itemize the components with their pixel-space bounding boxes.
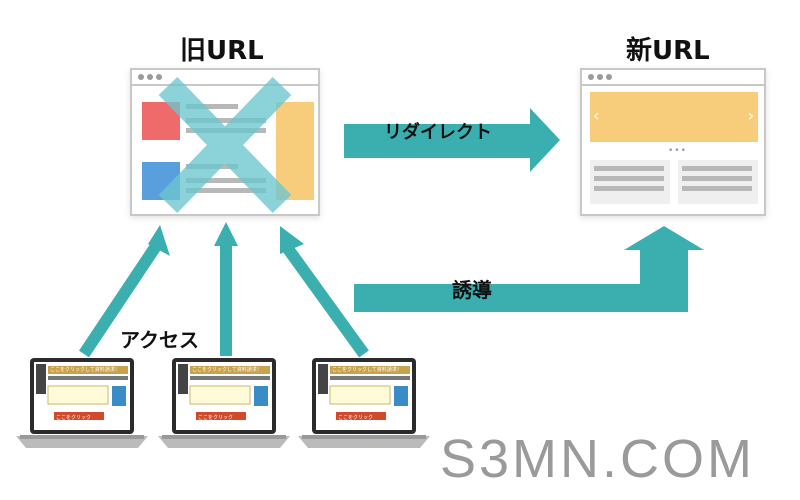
arrow-right-icon bbox=[344, 108, 560, 172]
chevron-right-icon: › bbox=[747, 106, 754, 125]
redirect-label: リダイレクト bbox=[384, 122, 492, 143]
access-label: アクセス bbox=[120, 328, 199, 352]
laptop-button-text: ここをクリック bbox=[198, 415, 234, 421]
laptop-button-text: ここをクリック bbox=[338, 415, 374, 421]
laptop-button-text: ここをクリック bbox=[56, 415, 92, 421]
hero-banner: ‹ › bbox=[590, 92, 758, 142]
new-url-window: ‹ › ••• bbox=[580, 68, 766, 216]
guide-label: 誘導 bbox=[452, 278, 492, 302]
laptop-icon bbox=[298, 358, 430, 448]
old-url-title: 旧URL bbox=[180, 36, 264, 66]
laptop-header-text: ここをクリックして資料請求！ bbox=[332, 367, 402, 373]
arrow-up-icon bbox=[354, 226, 704, 312]
watermark: S3MN.COM bbox=[440, 429, 756, 489]
slider-dots: ••• bbox=[668, 146, 687, 156]
laptop-header-text: ここをクリックして資料請求！ bbox=[192, 367, 262, 373]
laptop-3: ここをクリックして資料請求！ ここをクリック bbox=[296, 356, 432, 452]
yellow-block bbox=[276, 102, 314, 200]
laptop-1: ここをクリックして資料請求！ ここをクリック bbox=[14, 356, 150, 452]
window-title-bar bbox=[582, 70, 764, 86]
laptop-icon bbox=[16, 358, 148, 448]
laptop-2: ここをクリックして資料請求！ ここをクリック bbox=[156, 356, 292, 452]
laptop-header-text: ここをクリックして資料請求！ bbox=[50, 367, 120, 373]
new-url-title: 新URL bbox=[626, 36, 710, 66]
chevron-left-icon: ‹ bbox=[593, 106, 600, 125]
laptop-icon bbox=[158, 358, 290, 448]
window-title-bar bbox=[132, 70, 318, 86]
